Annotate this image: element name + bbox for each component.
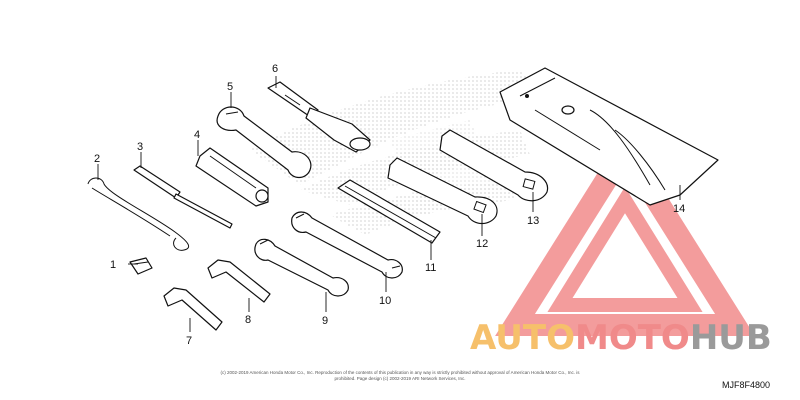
callout-13: 13 [527,215,539,227]
part-8-hex-key [207,259,271,303]
callout-3: 3 [137,141,143,153]
callout-11: 11 [425,262,436,274]
callout-8: 8 [245,314,251,326]
watermark-wordmark: AUTOMOTOHUB [470,318,772,358]
copyright-notice: (c) 2002-2019 American Honda Motor Co., … [220,370,580,381]
part-2-cable [87,177,190,251]
callout-1: 1 [110,259,116,271]
watermark-part-hub: HUB [689,318,772,358]
callout-10: 10 [379,295,391,307]
part-12-wrench [387,157,498,225]
diagram-code: MJF8F4800 [722,380,771,390]
part-3-screwdriver [133,165,233,229]
watermark-logo-triangle [495,129,755,336]
leader-lines [97,76,681,332]
part-11-bar [337,179,441,244]
callout-4: 4 [194,129,200,141]
callout-2: 2 [94,153,100,165]
callouts: 1 2 3 4 5 6 7 8 9 10 11 12 13 14 [94,63,685,347]
callout-9: 9 [322,315,328,327]
callout-5: 5 [227,81,233,93]
part-5-wrench [216,106,312,179]
part-10-wrench [291,211,403,279]
callout-14: 14 [673,203,685,215]
part-9-wrench [254,238,349,297]
watermark-part-moto: MOTO [574,318,690,358]
callout-7: 7 [186,335,192,347]
part-6-spark-plug-wrench [267,81,371,153]
callout-12: 12 [476,238,488,250]
part-13-wrench [439,129,549,202]
part-1-clip [129,257,153,275]
part-4-screwdriver-handle [195,147,269,207]
part-14-tool-bag [499,67,719,206]
part-7-hex-key [163,287,223,331]
watermark-part-auto: AUTO [470,318,575,358]
callout-6: 6 [272,63,278,75]
